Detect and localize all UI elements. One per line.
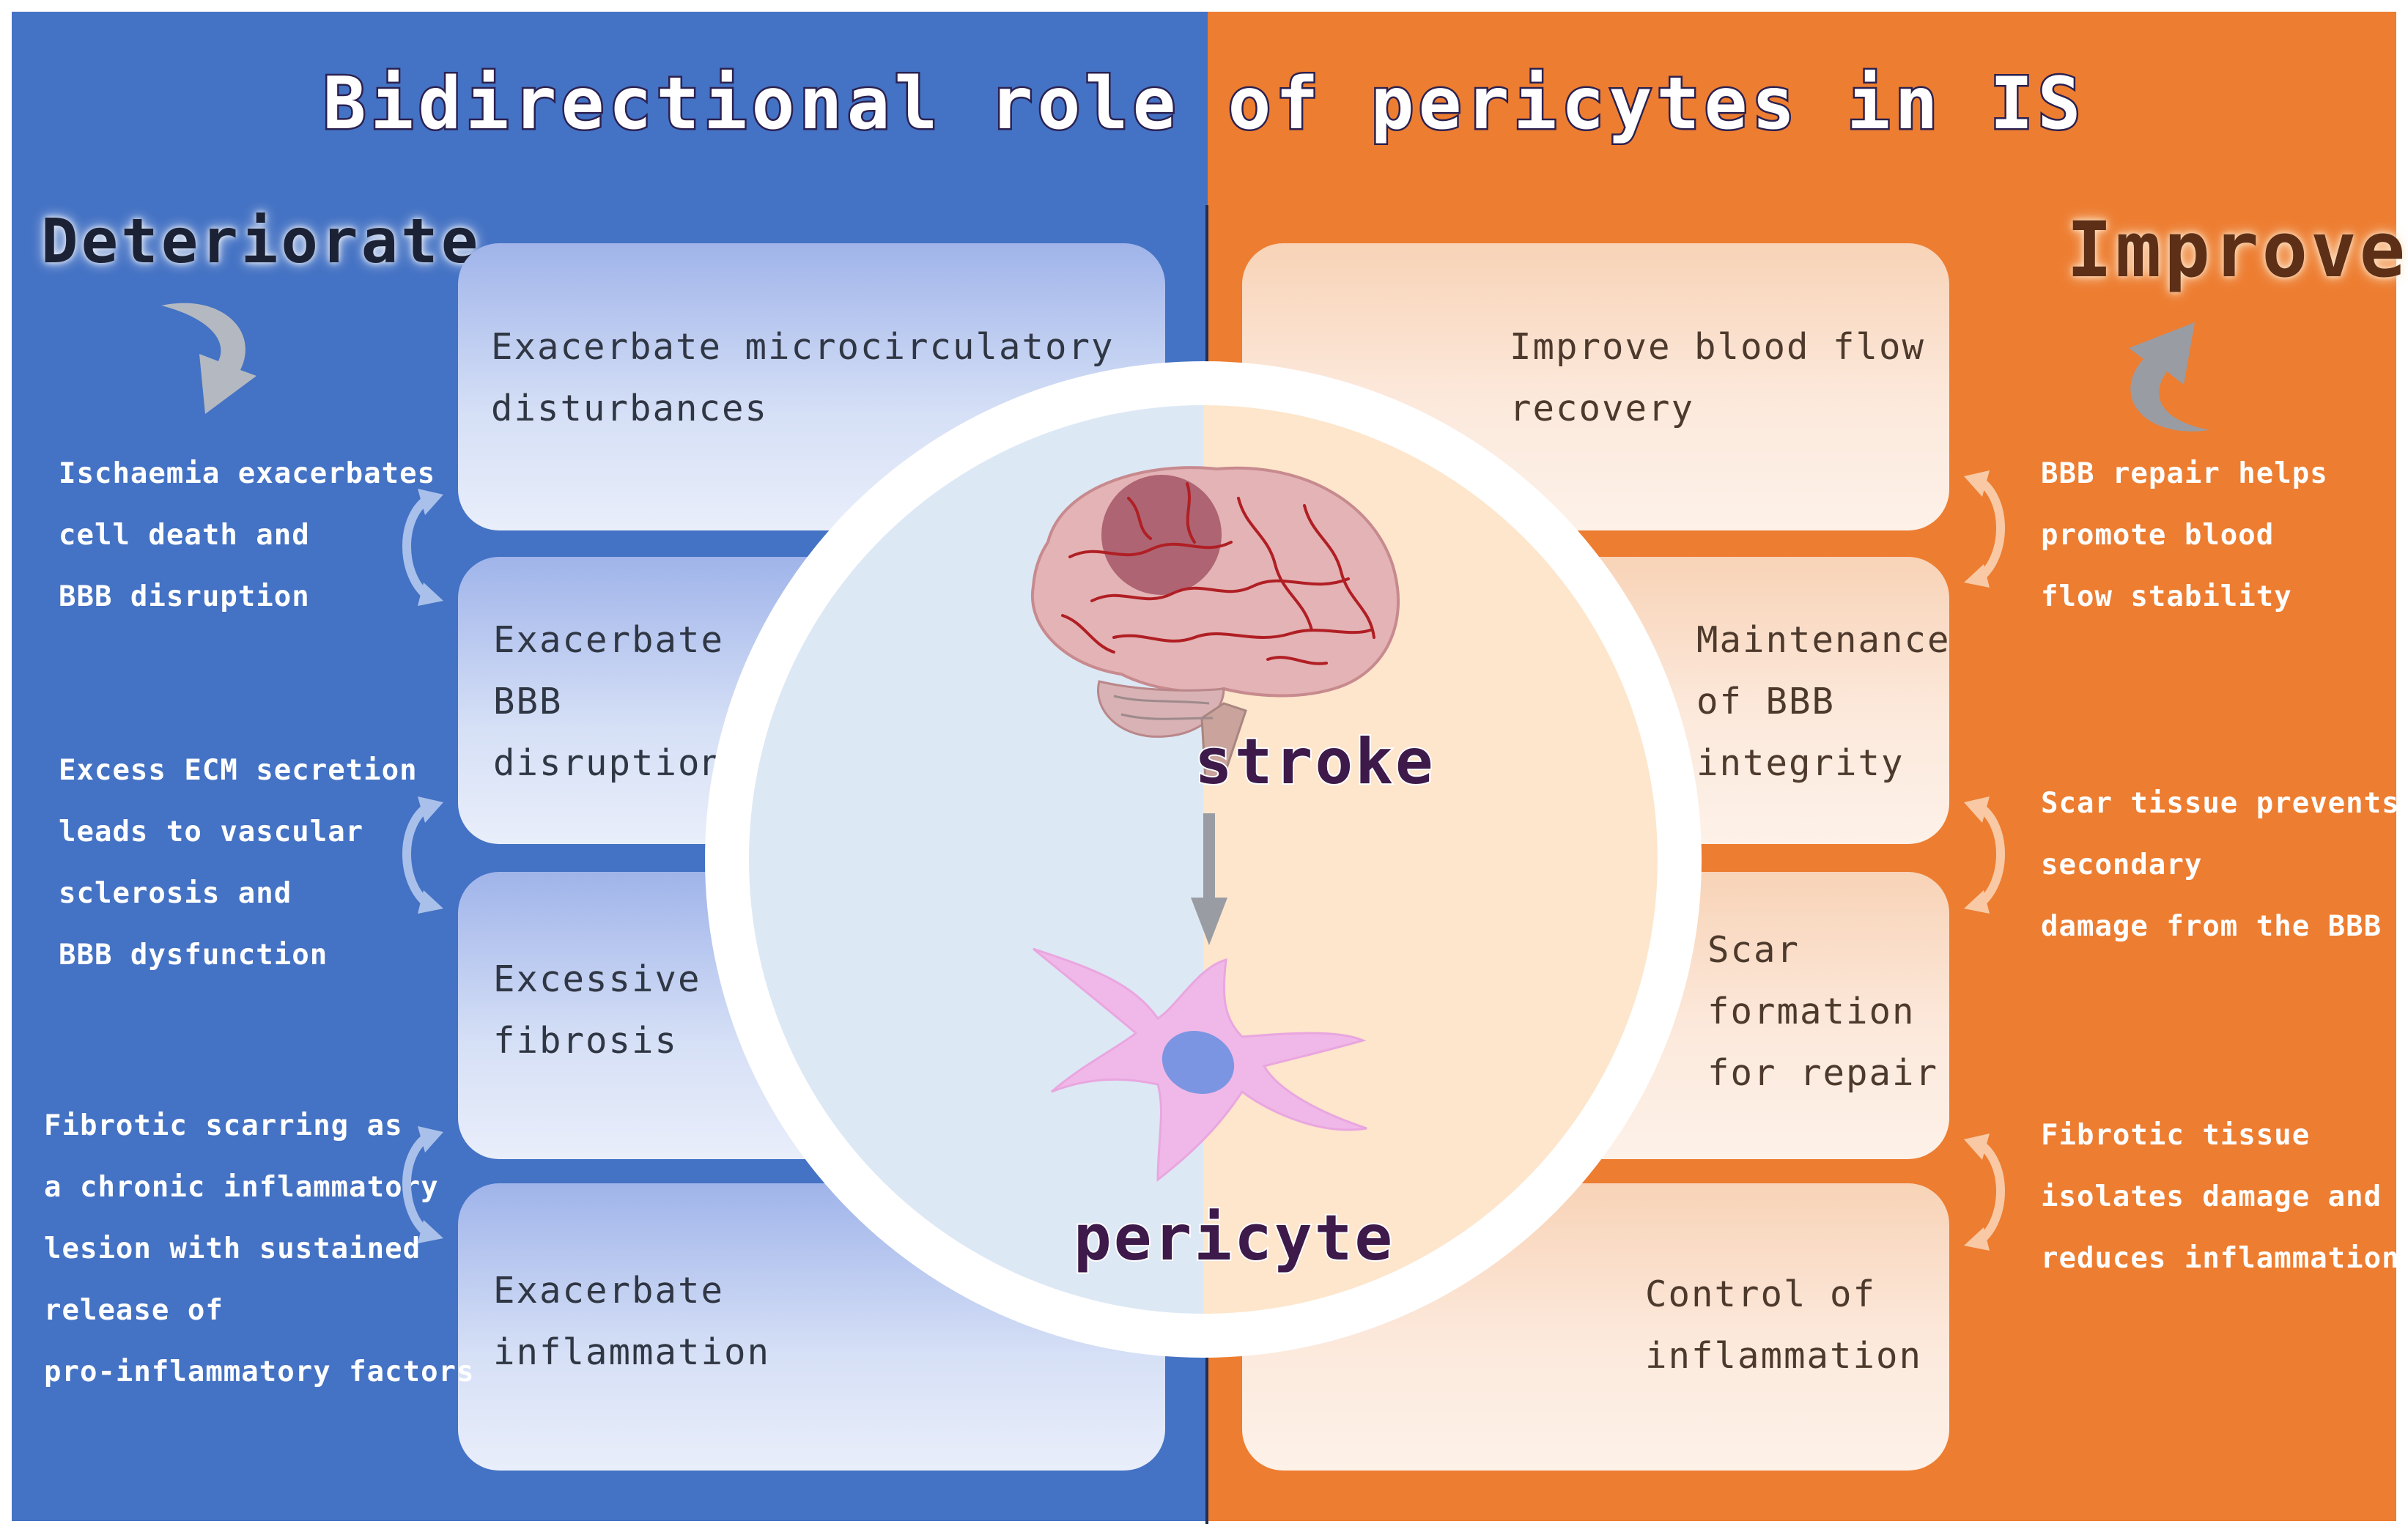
right-note-3: Fibrotic tissue isolates damage and redu… bbox=[2041, 1119, 2400, 1275]
bidirectional-arrow-icon bbox=[402, 1126, 443, 1243]
bidirectional-arrow-icon bbox=[1964, 796, 2005, 914]
bidirectional-arrow-icon bbox=[402, 796, 443, 914]
pericyte-label: pericyte bbox=[1072, 1200, 1395, 1276]
right-note-2: Scar tissue prevents secondary damage fr… bbox=[2041, 787, 2400, 943]
left-note-2: Excess ECM secretion leads to vascular s… bbox=[59, 754, 418, 972]
box-label: Maintenance of BBB integrity bbox=[1696, 619, 1951, 784]
box-label: Exacerbate inflammation bbox=[493, 1270, 771, 1373]
bidirectional-arrow-icon bbox=[1964, 470, 2005, 588]
box-label: Control of inflammation bbox=[1645, 1273, 1923, 1377]
curved-arrow-up-icon bbox=[2129, 322, 2209, 432]
left-note-3: Fibrotic scarring as a chronic inflammat… bbox=[44, 1109, 475, 1388]
bidirectional-arrow-icon bbox=[402, 489, 443, 606]
improve-heading: Improve bbox=[2067, 205, 2408, 295]
right-note-1: BBB repair helps promote blood flow stab… bbox=[2041, 457, 2328, 613]
bidirectional-arrow-icon bbox=[1964, 1133, 2005, 1251]
pericyte-cell-icon bbox=[1033, 947, 1367, 1183]
box-label: Exacerbate microcirculatory disturbances bbox=[491, 326, 1115, 429]
curved-arrow-down-icon bbox=[161, 303, 256, 414]
left-note-1: Ischaemia exacerbates cell death and BBB… bbox=[59, 457, 436, 613]
box-label: Scar formation for repair bbox=[1707, 929, 1939, 1094]
box-label: Excessive fibrosis bbox=[493, 958, 701, 1062]
box-label: Exacerbate BBB disruption bbox=[493, 619, 725, 784]
box-label: Improve blood flow recovery bbox=[1510, 326, 1926, 429]
stroke-label: stroke bbox=[1193, 724, 1436, 800]
diagram-title: Bidirectional role of pericytes in IS bbox=[321, 61, 2086, 148]
down-arrow-icon bbox=[1191, 813, 1227, 945]
brain-icon bbox=[1030, 466, 1400, 782]
deteriorate-heading: Deteriorate bbox=[41, 205, 481, 277]
